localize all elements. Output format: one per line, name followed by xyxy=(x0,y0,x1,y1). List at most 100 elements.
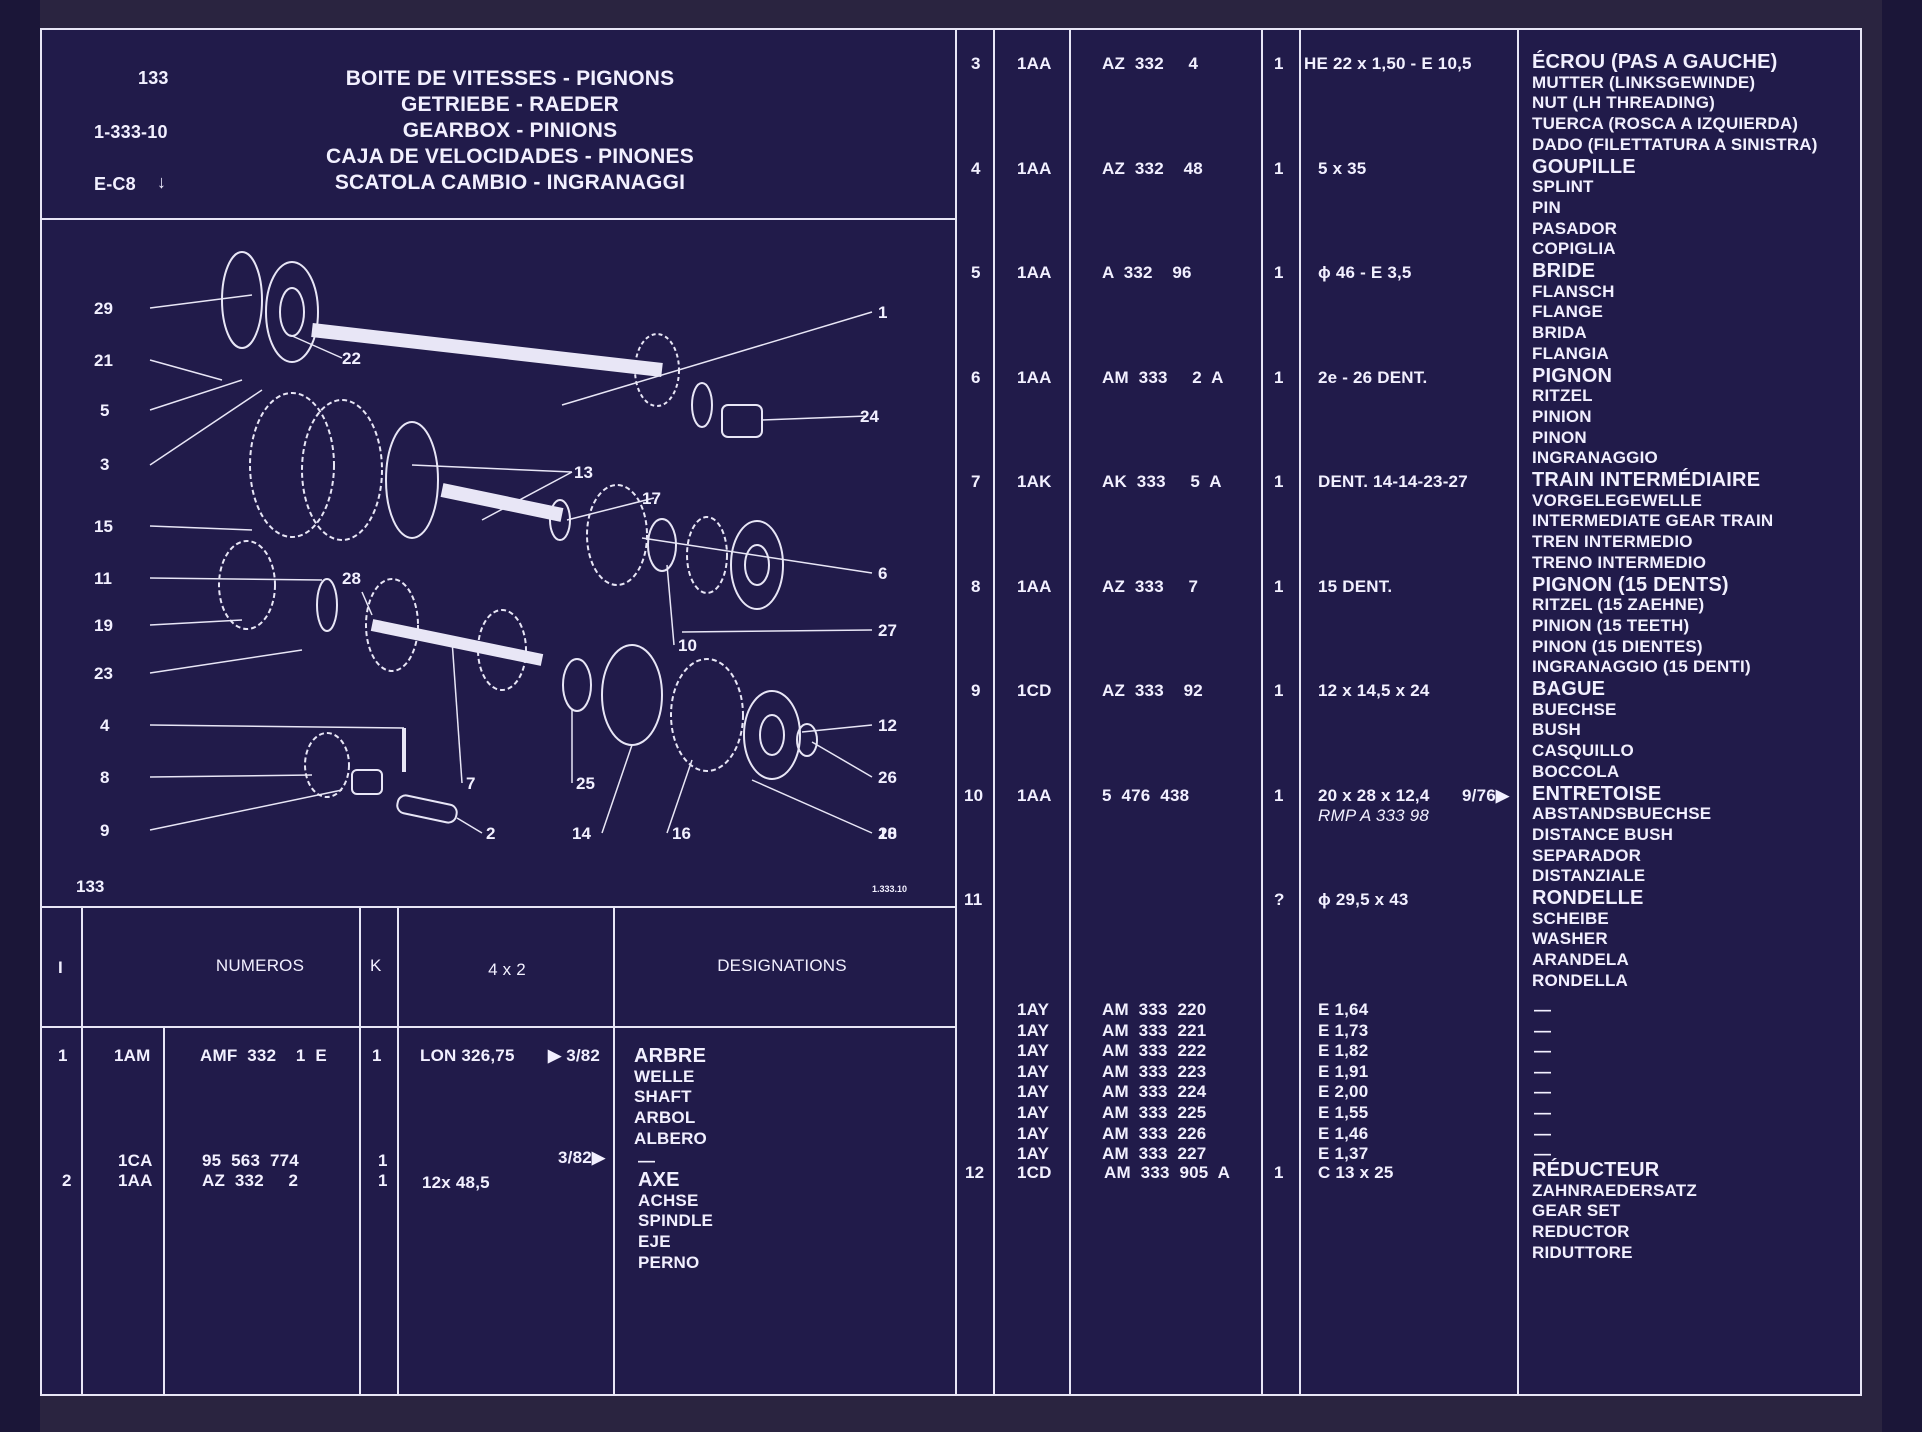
washer-variant-code: 1AY xyxy=(1017,1000,1050,1019)
washer-variant-spec: E 1,37 xyxy=(1318,1144,1369,1164)
row12-spec: C 13 x 25 xyxy=(1318,1163,1394,1182)
washer-variant-part: AM 333 220 xyxy=(1102,1000,1207,1019)
main-shaft xyxy=(311,323,663,377)
reference-code: 1-333-10 xyxy=(94,122,168,142)
callout-4: 4 xyxy=(100,716,110,735)
row2-desc-fr: AXE xyxy=(638,1169,680,1191)
washer-variant-code: 1AY xyxy=(1017,1061,1050,1081)
washer-variant-part: AM 333 222 xyxy=(1102,1041,1207,1061)
callout-14: 14 xyxy=(572,824,591,843)
row11-item: 11 xyxy=(964,890,983,909)
callout-3: 3 xyxy=(100,455,109,474)
row4-item: 4 xyxy=(971,158,981,178)
callout-13: 13 xyxy=(574,463,593,482)
row1-spec: LON 326,75 xyxy=(420,1046,515,1065)
callout-22: 22 xyxy=(342,349,361,368)
row10-desc-1: ABSTANDSBUECHSE xyxy=(1532,804,1712,824)
row10-desc-4: DISTANZIALE xyxy=(1532,866,1646,886)
col-divider-spec xyxy=(1517,30,1519,1396)
row11-qty: ? xyxy=(1274,890,1285,909)
page-number: 133 xyxy=(138,68,169,88)
parts-sheet: 133 1-333-10 E-C8 ↓ BOITE DE VITESSES - … xyxy=(40,28,1862,1396)
row11-desc-3: ARANDELA xyxy=(1532,950,1629,970)
diagram-footer-left: 133 xyxy=(76,877,104,896)
row6-code: 1AA xyxy=(1017,367,1052,387)
bearing-26 xyxy=(743,690,801,780)
header-divider xyxy=(42,218,955,220)
table-header-divider xyxy=(42,1026,955,1028)
row1-desc-de: WELLE xyxy=(634,1066,695,1086)
header-col-k: K xyxy=(370,956,382,975)
col-divider-part xyxy=(1261,30,1263,1396)
row9-item: 9 xyxy=(971,681,981,700)
washer-variant-spec: E 1,64 xyxy=(1318,1000,1369,1019)
row5-part: A 332 96 xyxy=(1102,263,1192,282)
ring-28 xyxy=(316,578,338,632)
row9-desc-3: CASQUILLO xyxy=(1532,741,1634,761)
row4-desc-2: PIN xyxy=(1532,197,1561,217)
row1-code: 1AM xyxy=(114,1046,151,1065)
row12-desc-en: GEAR SET xyxy=(1532,1201,1621,1221)
row3-item: 3 xyxy=(971,54,981,73)
title-it: SCATOLA CAMBIO - INGRANAGGI xyxy=(334,171,686,194)
nut-18 xyxy=(796,723,818,757)
row7-desc-3: TREN INTERMEDIO xyxy=(1532,532,1693,552)
row1-desc-en: SHAFT xyxy=(634,1087,692,1107)
callout-5: 5 xyxy=(100,401,109,420)
row6-desc-0: PIGNON xyxy=(1532,364,1613,387)
main-divider xyxy=(955,30,957,1396)
row4-desc-0: GOUPILLE xyxy=(1532,155,1636,178)
row8-desc-2: PINION (15 TEETH) xyxy=(1532,615,1690,635)
bush-24 xyxy=(721,404,763,438)
row5-code: 1AA xyxy=(1017,263,1052,282)
diagram-footer-right: 1.333.10 xyxy=(872,884,907,894)
row6-desc-1: RITZEL xyxy=(1532,386,1593,406)
flange xyxy=(221,251,263,349)
washer-variant-desc-dash: — xyxy=(1534,1020,1552,1040)
washer-variant-code: 1AY xyxy=(1017,1041,1050,1061)
callout-21: 21 xyxy=(94,351,113,370)
row9-desc-1: BUECHSE xyxy=(1532,699,1617,719)
row3-spec: HE 22 x 1,50 - E 10,5 xyxy=(1304,54,1472,73)
row7-desc-0: TRAIN INTERMÉDIAIRE xyxy=(1532,469,1761,491)
row9-qty: 1 xyxy=(1274,681,1284,700)
row7-desc-1: VORGELEGEWELLE xyxy=(1532,490,1702,510)
row11-desc-2: WASHER xyxy=(1532,929,1608,949)
left-col-divider-3 xyxy=(359,906,361,1396)
row9-spec: 12 x 14,5 x 24 xyxy=(1318,681,1430,700)
row1b-qty: 1 xyxy=(378,1151,388,1170)
row12-desc-de: ZAHNRAEDERSATZ xyxy=(1532,1180,1697,1200)
row9-desc-2: BUSH xyxy=(1532,720,1581,740)
callout-23: 23 xyxy=(94,664,113,683)
section-code: E-C8 xyxy=(94,174,136,194)
row7-desc-4: TRENO INTERMEDIO xyxy=(1532,552,1707,572)
row1-designations: ARBRE WELLE SHAFT ARBOL ALBERO xyxy=(634,1046,707,1150)
callout-7: 7 xyxy=(466,774,475,793)
row1-desc-it: ALBERO xyxy=(634,1128,707,1148)
row10-part: 5 476 438 xyxy=(1102,785,1190,805)
film-edge-right xyxy=(1882,0,1922,1432)
spindle-2 xyxy=(396,794,458,824)
row1b-desc: — xyxy=(638,1151,656,1170)
row10-desc-0: ENTRETOISE xyxy=(1532,782,1662,805)
callout-8: 8 xyxy=(100,768,109,787)
callout-17: 17 xyxy=(642,489,661,508)
washer-variant-part: AM 333 223 xyxy=(1102,1061,1207,1081)
title-es: CAJA DE VELOCIDADES - PINONES xyxy=(326,145,694,168)
row1-part: AMF 332 1 E xyxy=(200,1046,327,1065)
row12-desc-es: REDUCTOR xyxy=(1532,1222,1630,1242)
exploded-gearbox-diagram: 29 21 5 3 15 11 19 23 4 8 9 1 24 6 27 12… xyxy=(76,251,907,896)
washer-variant-part: AM 333 221 xyxy=(1102,1020,1207,1040)
washer-variant-part: AM 333 224 xyxy=(1102,1082,1207,1102)
row12-code: 1CD xyxy=(1017,1163,1052,1182)
gear-cluster-15 xyxy=(249,392,335,538)
row7-desc-2: INTERMEDIATE GEAR TRAIN xyxy=(1532,511,1774,531)
row2-item: 2 xyxy=(62,1171,72,1190)
callout-18: 18 xyxy=(878,824,897,843)
callout-27: 27 xyxy=(878,621,897,640)
row4-desc-4: COPIGLIA xyxy=(1532,239,1616,259)
gear-16 xyxy=(670,658,744,772)
